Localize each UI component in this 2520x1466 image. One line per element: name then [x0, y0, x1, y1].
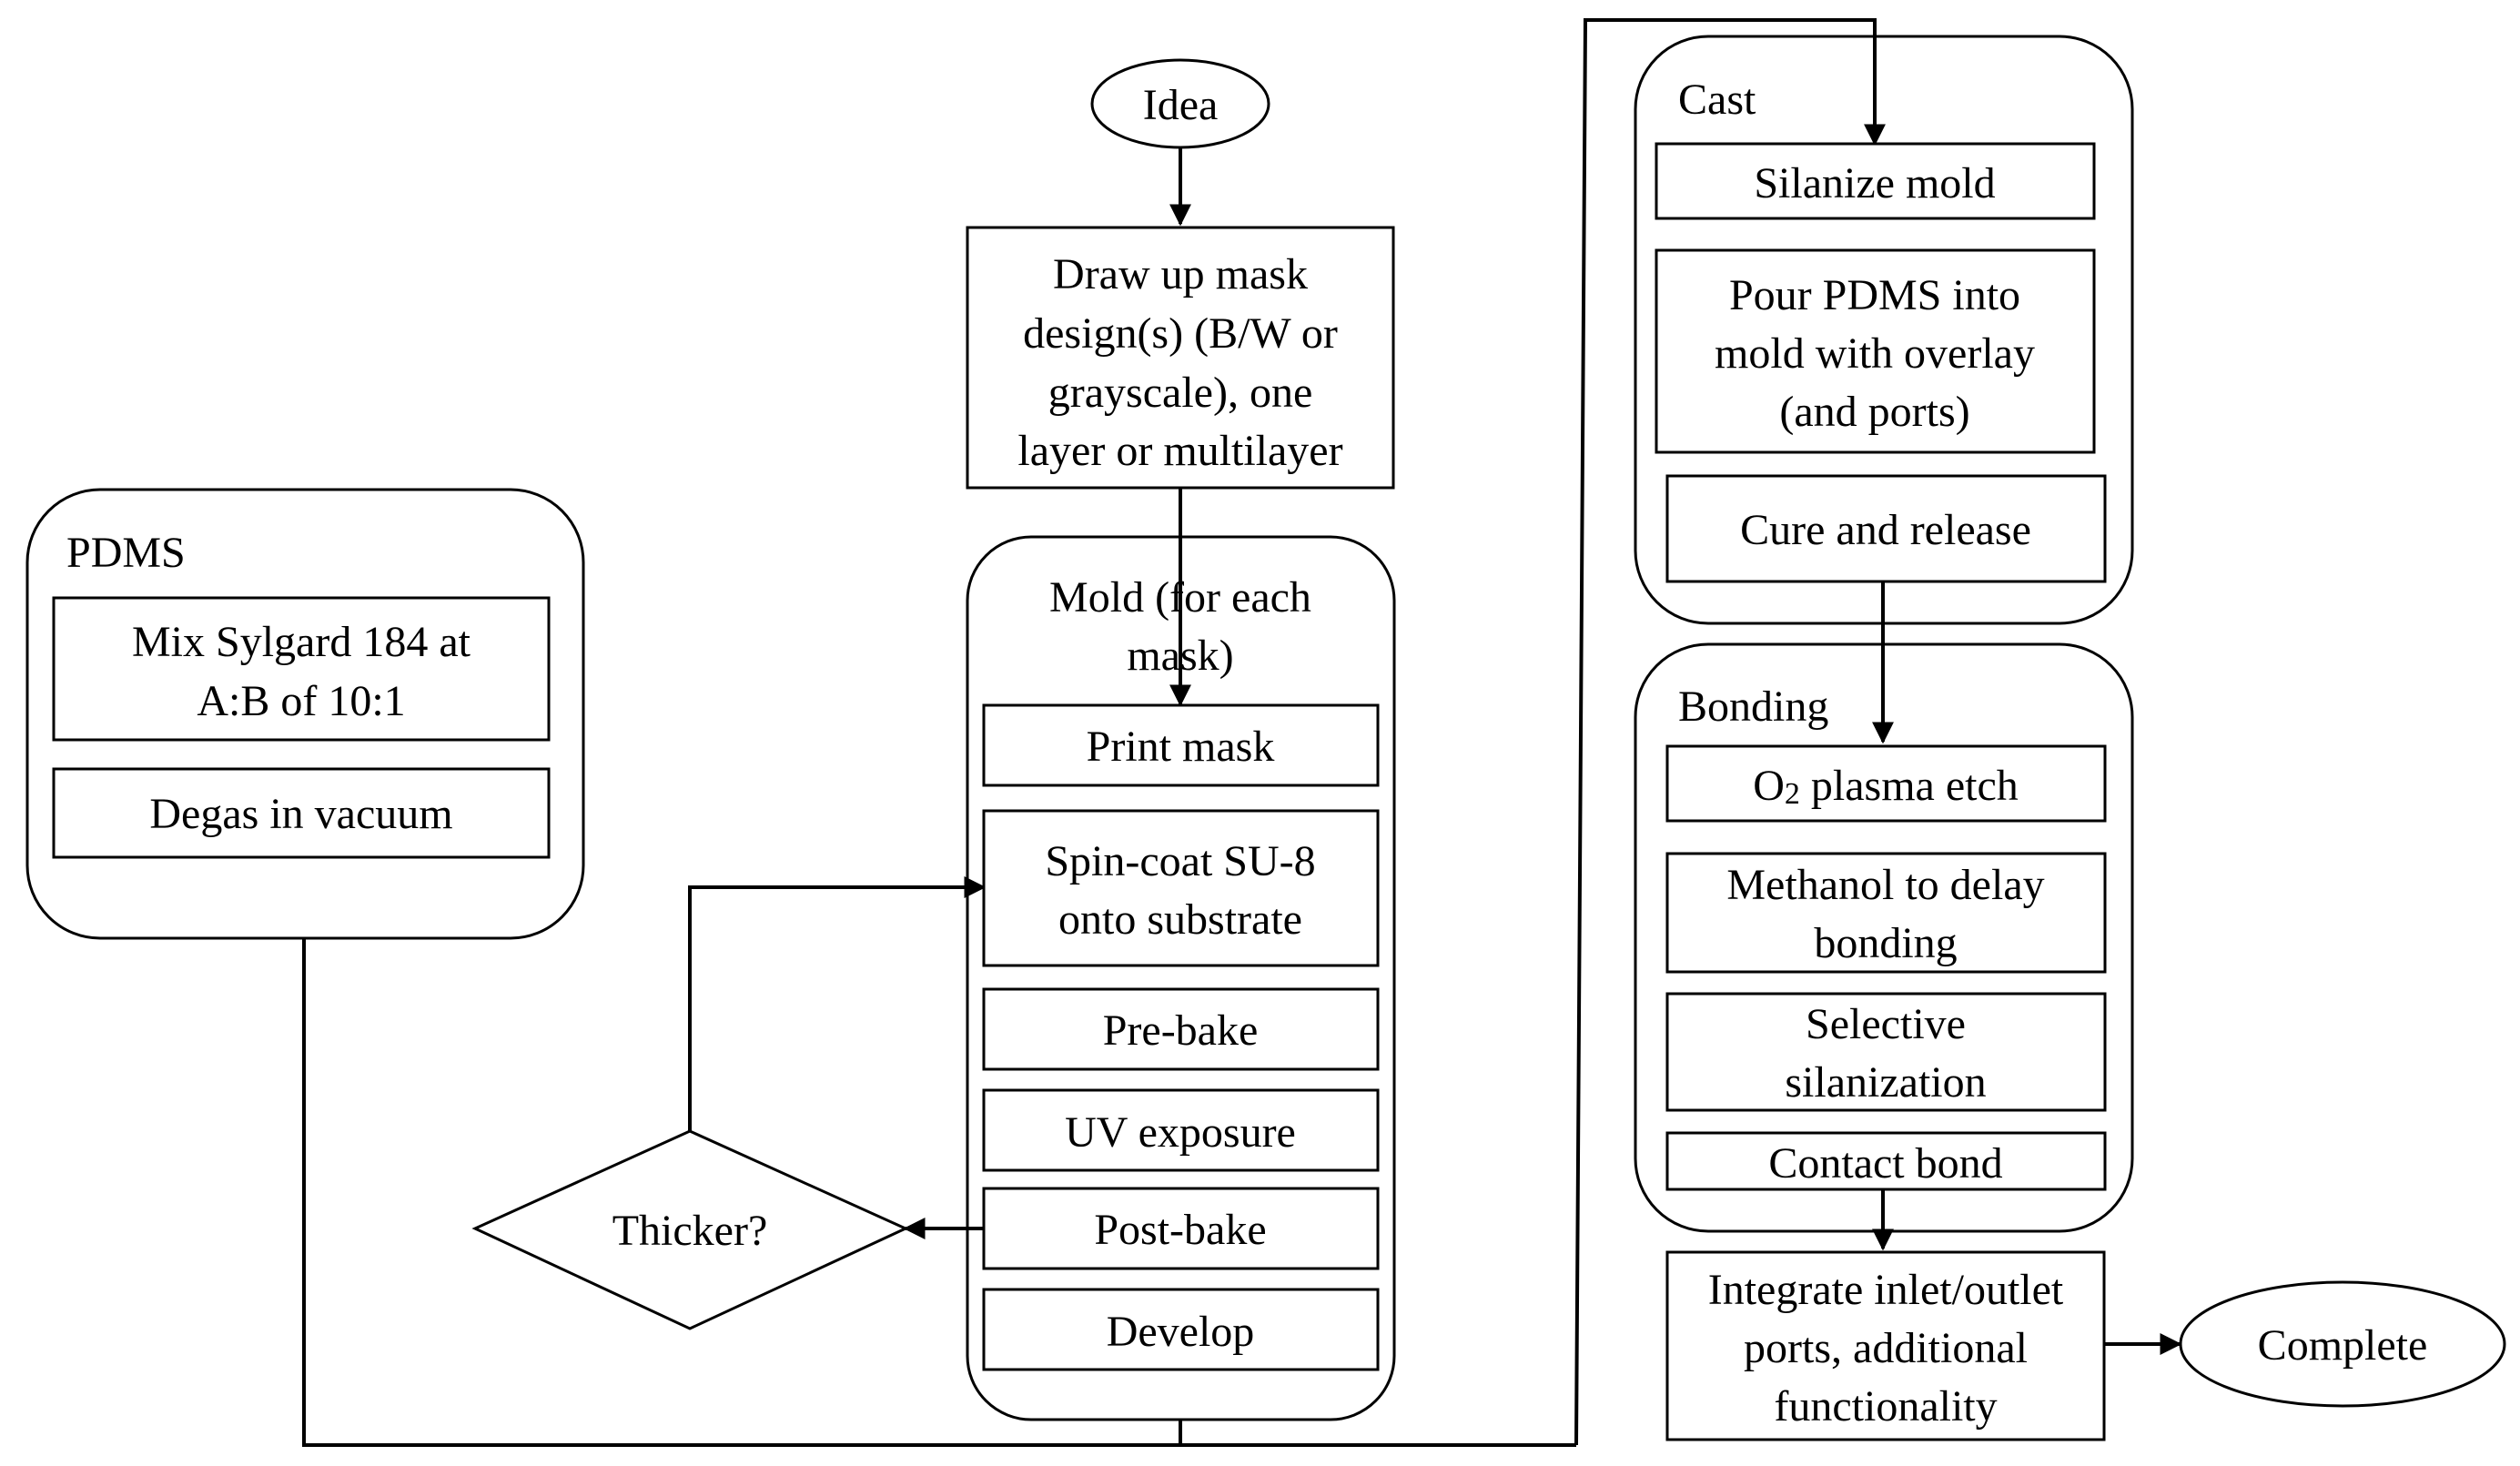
end-node — [2179, 1280, 2506, 1408]
mask-design-line: design(s) (B/W or — [1023, 309, 1338, 358]
silanize-mold-label: Silanize mold — [1754, 159, 1995, 207]
start-node — [1090, 58, 1270, 149]
pre-bake-label: Pre-bake — [1103, 1006, 1259, 1055]
integrate-box — [1665, 1250, 2106, 1441]
arrow-bottom-to-silanize — [1574, 18, 1886, 1446]
cast-title: Cast — [1678, 76, 1756, 124]
integrate-line: functionality — [1774, 1382, 1997, 1431]
bonding-title: Bonding — [1678, 682, 1828, 731]
pour-pdms-box — [1655, 248, 2096, 454]
methanol-box — [1665, 852, 2107, 974]
uv-exposure-label: UV exposure — [1065, 1108, 1296, 1157]
line-pdms-to-bottom — [302, 938, 1576, 1447]
arrow-thicker-to-spincoat — [688, 876, 987, 1131]
cure-release-box — [1665, 474, 2107, 583]
mask-design-line: layer or multilayer — [1017, 427, 1342, 475]
methanol-line: Methanol to delay — [1726, 861, 2044, 909]
end-label: Complete — [2258, 1321, 2428, 1370]
methanol-line: bonding — [1814, 919, 1957, 967]
integrate-line: Integrate inlet/outlet — [1708, 1266, 2064, 1314]
selective-silanization-box — [1665, 992, 2107, 1112]
print-mask-box — [982, 703, 1380, 787]
mold-title-line: mask) — [1127, 632, 1233, 680]
thicker-decision — [471, 1129, 909, 1330]
selective-silanization-line: silanization — [1785, 1058, 1986, 1107]
degas-label: Degas in vacuum — [149, 790, 452, 838]
degas-box — [52, 767, 551, 859]
pre-bake-box — [982, 987, 1380, 1071]
post-bake-box — [982, 1187, 1380, 1270]
develop-label: Develop — [1107, 1308, 1255, 1356]
silanize-mold-box — [1655, 142, 2096, 220]
pour-pdms-line: mold with overlay — [1715, 329, 2035, 378]
mask-design-line: Draw up mask — [1053, 250, 1308, 298]
print-mask-label: Print mask — [1087, 723, 1275, 771]
plasma-etch-label: O2 plasma etch — [1753, 762, 2019, 811]
pdms-title: PDMS — [66, 529, 186, 577]
mask-design-box — [966, 226, 1395, 490]
plasma-etch-subscript: 2 — [1785, 777, 1800, 811]
plasma-etch-prefix: O — [1753, 762, 1785, 810]
plasma-etch-suffix: plasma etch — [1800, 762, 2019, 810]
pour-pdms-line: (and ports) — [1779, 388, 1969, 436]
spin-coat-line: onto substrate — [1058, 895, 1302, 944]
uv-exposure-box — [982, 1088, 1380, 1172]
mix-sylgard-line: Mix Sylgard 184 at — [132, 618, 471, 666]
plasma-etch-box — [1665, 744, 2107, 823]
cure-release-label: Cure and release — [1740, 506, 2031, 554]
thicker-label: Thicker? — [612, 1207, 768, 1255]
mix-sylgard-box — [52, 596, 551, 742]
mask-design-line: grayscale), one — [1048, 369, 1313, 417]
pour-pdms-line: Pour PDMS into — [1729, 271, 2020, 319]
develop-box — [982, 1288, 1380, 1371]
integrate-line: ports, additional — [1744, 1324, 2028, 1372]
start-label: Idea — [1143, 81, 1219, 129]
contact-bond-label: Contact bond — [1768, 1139, 2002, 1188]
selective-silanization-line: Selective — [1806, 1000, 1966, 1048]
mold-title-line: Mold (for each — [1049, 573, 1311, 622]
spin-coat-line: Spin-coat SU-8 — [1045, 837, 1315, 885]
post-bake-label: Post-bake — [1094, 1206, 1266, 1254]
mix-sylgard-line: A:B of 10:1 — [197, 677, 405, 725]
spin-coat-box — [982, 809, 1380, 967]
contact-bond-box — [1665, 1131, 2107, 1191]
